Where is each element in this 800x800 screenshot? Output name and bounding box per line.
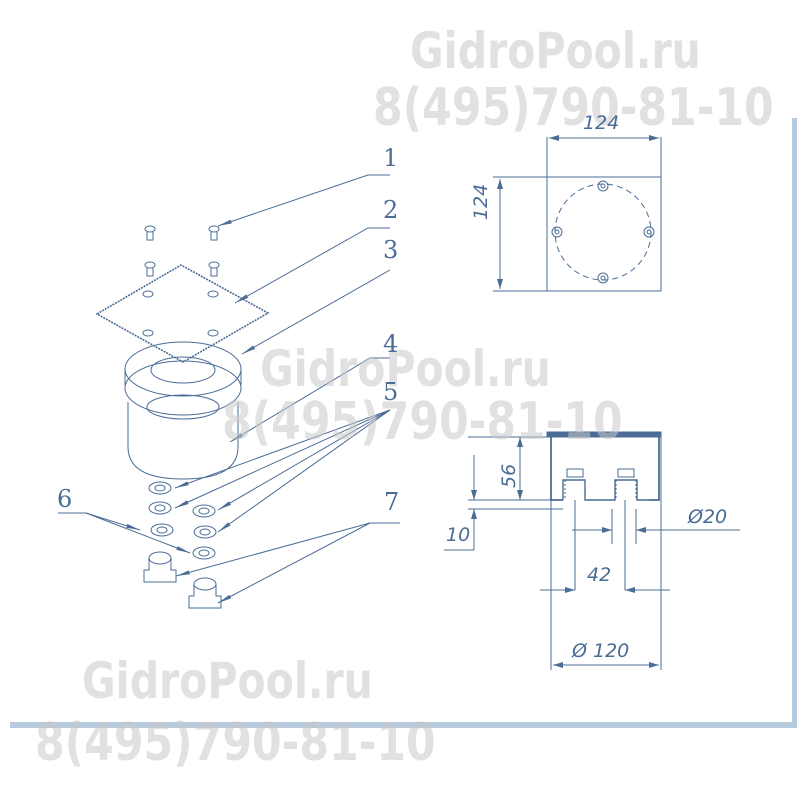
callout-4: 4: [383, 330, 399, 358]
screw-icon: [144, 225, 220, 277]
callout-6: 6: [57, 485, 73, 513]
callout-5: 5: [383, 378, 399, 406]
frame-border-right: [792, 118, 797, 728]
callout-1: 1: [383, 144, 399, 172]
callout-7: 7: [384, 488, 400, 516]
dim-offset: 10: [446, 524, 471, 546]
dim-top-width: 124: [583, 112, 620, 134]
dim-pipe-spacing: 42: [587, 564, 612, 586]
side-view: [444, 431, 740, 670]
callout-3: 3: [383, 236, 399, 264]
dim-pipe-diameter: Ø20: [688, 506, 728, 528]
callout-2: 2: [383, 196, 399, 224]
dim-top-height: 124: [470, 183, 492, 220]
dim-body-diameter: Ø 120: [572, 640, 630, 662]
frame-border-bottom: [10, 722, 797, 728]
top-view: [493, 135, 662, 292]
fitting-icon: [143, 551, 222, 609]
exploded-view: [58, 174, 400, 609]
dim-side-height: 56: [498, 463, 520, 488]
